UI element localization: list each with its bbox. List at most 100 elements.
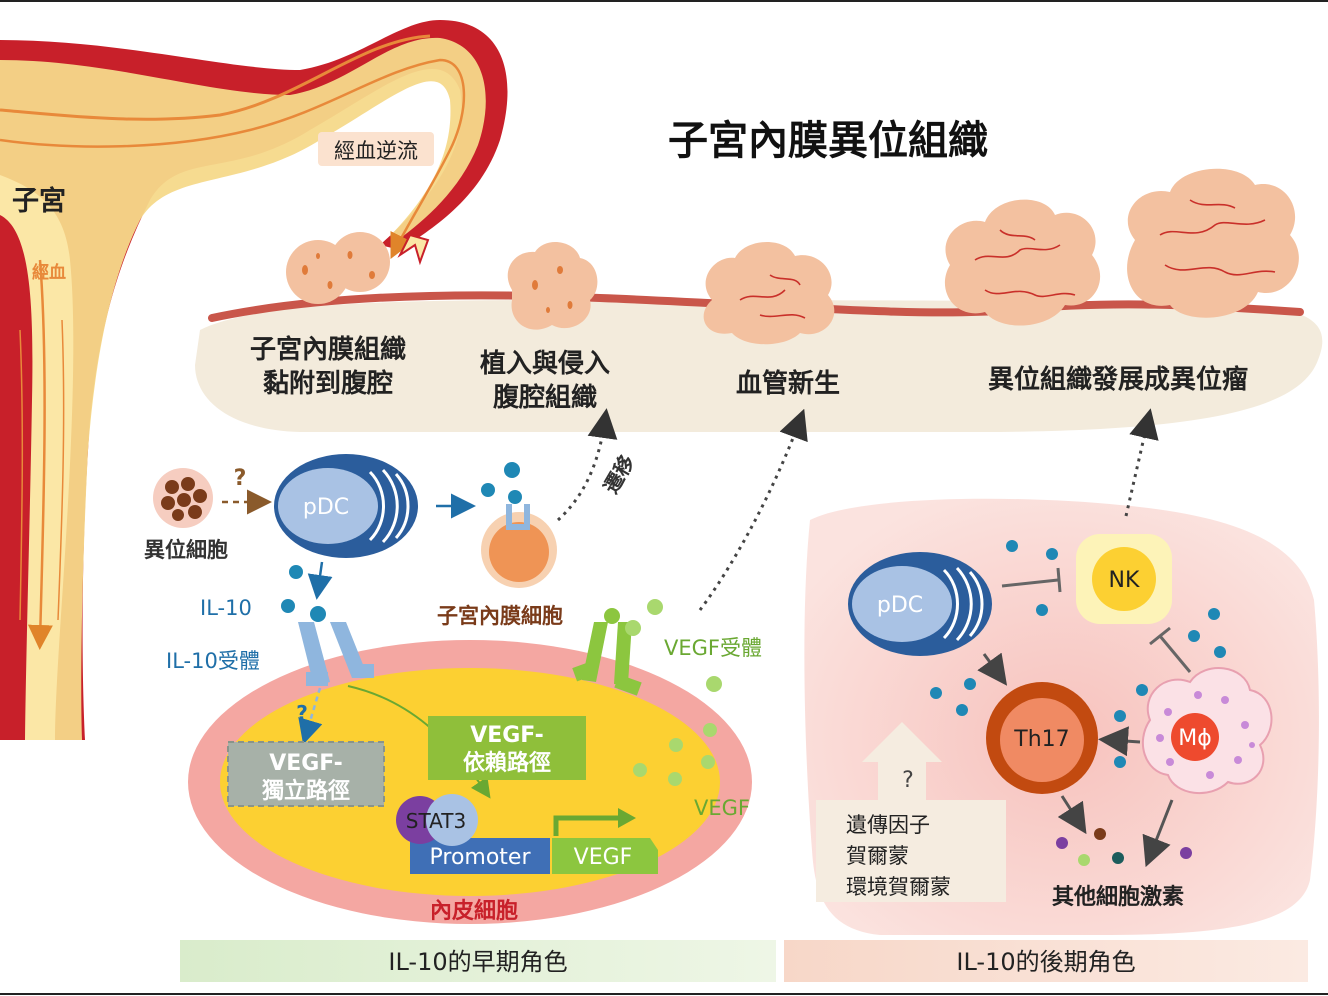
uterus-illustration: [0, 20, 508, 741]
macrophage-inhibits-nk: [1149, 626, 1192, 673]
il10-dot: [481, 483, 495, 497]
il10-label: IL-10: [200, 596, 252, 620]
macrophage-to-th17-arrow: [1098, 726, 1141, 757]
endothelial-label: 內皮細胞: [430, 898, 518, 924]
il10-dot: [281, 599, 295, 613]
vegf-dot: [633, 763, 647, 777]
lesion-implant: [507, 241, 598, 330]
il10-dot: [1006, 540, 1018, 552]
stage-3-label: 血管新生: [736, 368, 840, 399]
independent-question: ?: [296, 701, 308, 725]
vegf-label: VEGF: [694, 796, 750, 820]
th17-label: Th17: [1013, 727, 1069, 752]
vegf-dot: [703, 723, 717, 737]
vegf-independent-arrow: [298, 687, 323, 745]
footer-late: IL-10的後期角色: [956, 948, 1135, 976]
promoter-label: Promoter: [430, 845, 532, 870]
il10-dot: [1188, 630, 1200, 642]
il10-dot: [508, 490, 522, 504]
nk-cell: [1076, 534, 1172, 624]
il10-dot: [1136, 684, 1148, 696]
vegf-gene-label: VEGF: [574, 845, 633, 870]
pdc-to-th17-arrow: [977, 652, 1008, 686]
pdc-early-label: pDC: [303, 495, 349, 520]
footer-early-bg: [180, 940, 776, 982]
transcription-arrow: [553, 815, 620, 836]
uterus-label: 子宮: [12, 185, 66, 217]
il10-dot: [1114, 756, 1126, 768]
page-title: 子宮內膜異位組織: [668, 118, 988, 164]
th17-to-cytokines-arrow: [1057, 795, 1087, 835]
factors-arrow: [862, 722, 942, 800]
lesion-adhesion: [286, 232, 390, 304]
vegf-receptor: [572, 608, 642, 696]
cytokine-dot: [1180, 847, 1192, 859]
vegf-dot: [706, 676, 722, 692]
stat3-label: STAT3: [406, 809, 466, 833]
il10-receptor-label: IL-10受體: [166, 649, 260, 673]
macrophage-cell: [1141, 667, 1273, 795]
angiogenesis-arrow: [698, 408, 808, 611]
stage-2-line2: 腹腔組織: [492, 382, 597, 413]
il10-dot: [289, 565, 303, 579]
ectopic-cell: [153, 468, 213, 528]
nk-label: NK: [1109, 568, 1140, 593]
vegf-dot: [625, 620, 641, 636]
vegf-dependent-line2: 依賴路徑: [463, 750, 551, 776]
pdc-to-il10-arrow: [307, 561, 333, 600]
macrophage-label: Mϕ: [1178, 726, 1212, 751]
il10-dot: [1214, 646, 1226, 658]
promoter-box: [410, 838, 550, 874]
il10-dot: [1114, 710, 1126, 722]
lesion-angiogenesis: [703, 241, 835, 345]
menses-label: 經血: [32, 262, 66, 283]
cytokine-dot: [1112, 852, 1124, 864]
vegf-dot: [669, 738, 683, 752]
footer-late-bg: [784, 940, 1308, 982]
vegf-dot: [647, 599, 663, 615]
ectopic-question: ?: [234, 466, 247, 491]
stage-1-line2: 黏附到腹腔: [263, 368, 393, 399]
il10-dot: [1208, 608, 1220, 620]
vegf-dependent-line1: VEGF-: [470, 723, 544, 748]
il10-dot: [1046, 548, 1058, 560]
factor-hormone: 賀爾蒙: [846, 844, 909, 868]
pdc-cell-early: [274, 454, 418, 558]
vegf-independent-line2: 獨立路徑: [261, 778, 350, 804]
retrograde-label-bg: [318, 132, 434, 166]
pdc-late-label: pDC: [877, 593, 923, 618]
cytokine-dot: [1078, 854, 1090, 866]
il10-dot: [310, 606, 326, 622]
factor-env-hormone: 環境賀爾蒙: [846, 875, 951, 899]
il10-receptor: [298, 622, 374, 686]
vegf-dot: [668, 772, 682, 786]
stat3-light: [426, 794, 478, 846]
migration-label: 遷移: [599, 451, 640, 498]
cytokine-dot: [1056, 837, 1068, 849]
il10-dot: [956, 704, 968, 716]
lesion-tumor-2: [1127, 168, 1299, 318]
endometrial-cell-label: 子宮內膜細胞: [437, 604, 563, 628]
factor-genetic: 遺傳因子: [846, 813, 930, 837]
factors-box: [816, 800, 1006, 902]
endometrial-cell: [481, 504, 557, 588]
stage-4-label: 異位組織發展成異位瘤: [988, 364, 1248, 395]
factors-question: ?: [902, 768, 914, 793]
vegf-independent-line1: VEGF-: [269, 751, 343, 776]
vegf-independent-box: [227, 741, 385, 807]
lesion-tumor-1: [944, 199, 1101, 326]
vegf-dot: [701, 755, 715, 769]
cytokine-dot: [1094, 828, 1106, 840]
late-to-tumor-arrow: [1124, 408, 1159, 517]
peritoneum-band: [195, 300, 1323, 432]
vegf-gene-box: [552, 838, 658, 874]
stage-2-line1: 植入與侵入: [480, 349, 610, 379]
transcription-arrowhead: [618, 808, 636, 828]
macrophage-to-cytokines-arrow: [1142, 799, 1174, 868]
il10-dot: [964, 678, 976, 690]
footer-early: IL-10的早期角色: [388, 948, 567, 976]
ectopic-cell-label: 異位細胞: [144, 538, 228, 562]
il10-dot: [1036, 604, 1048, 616]
